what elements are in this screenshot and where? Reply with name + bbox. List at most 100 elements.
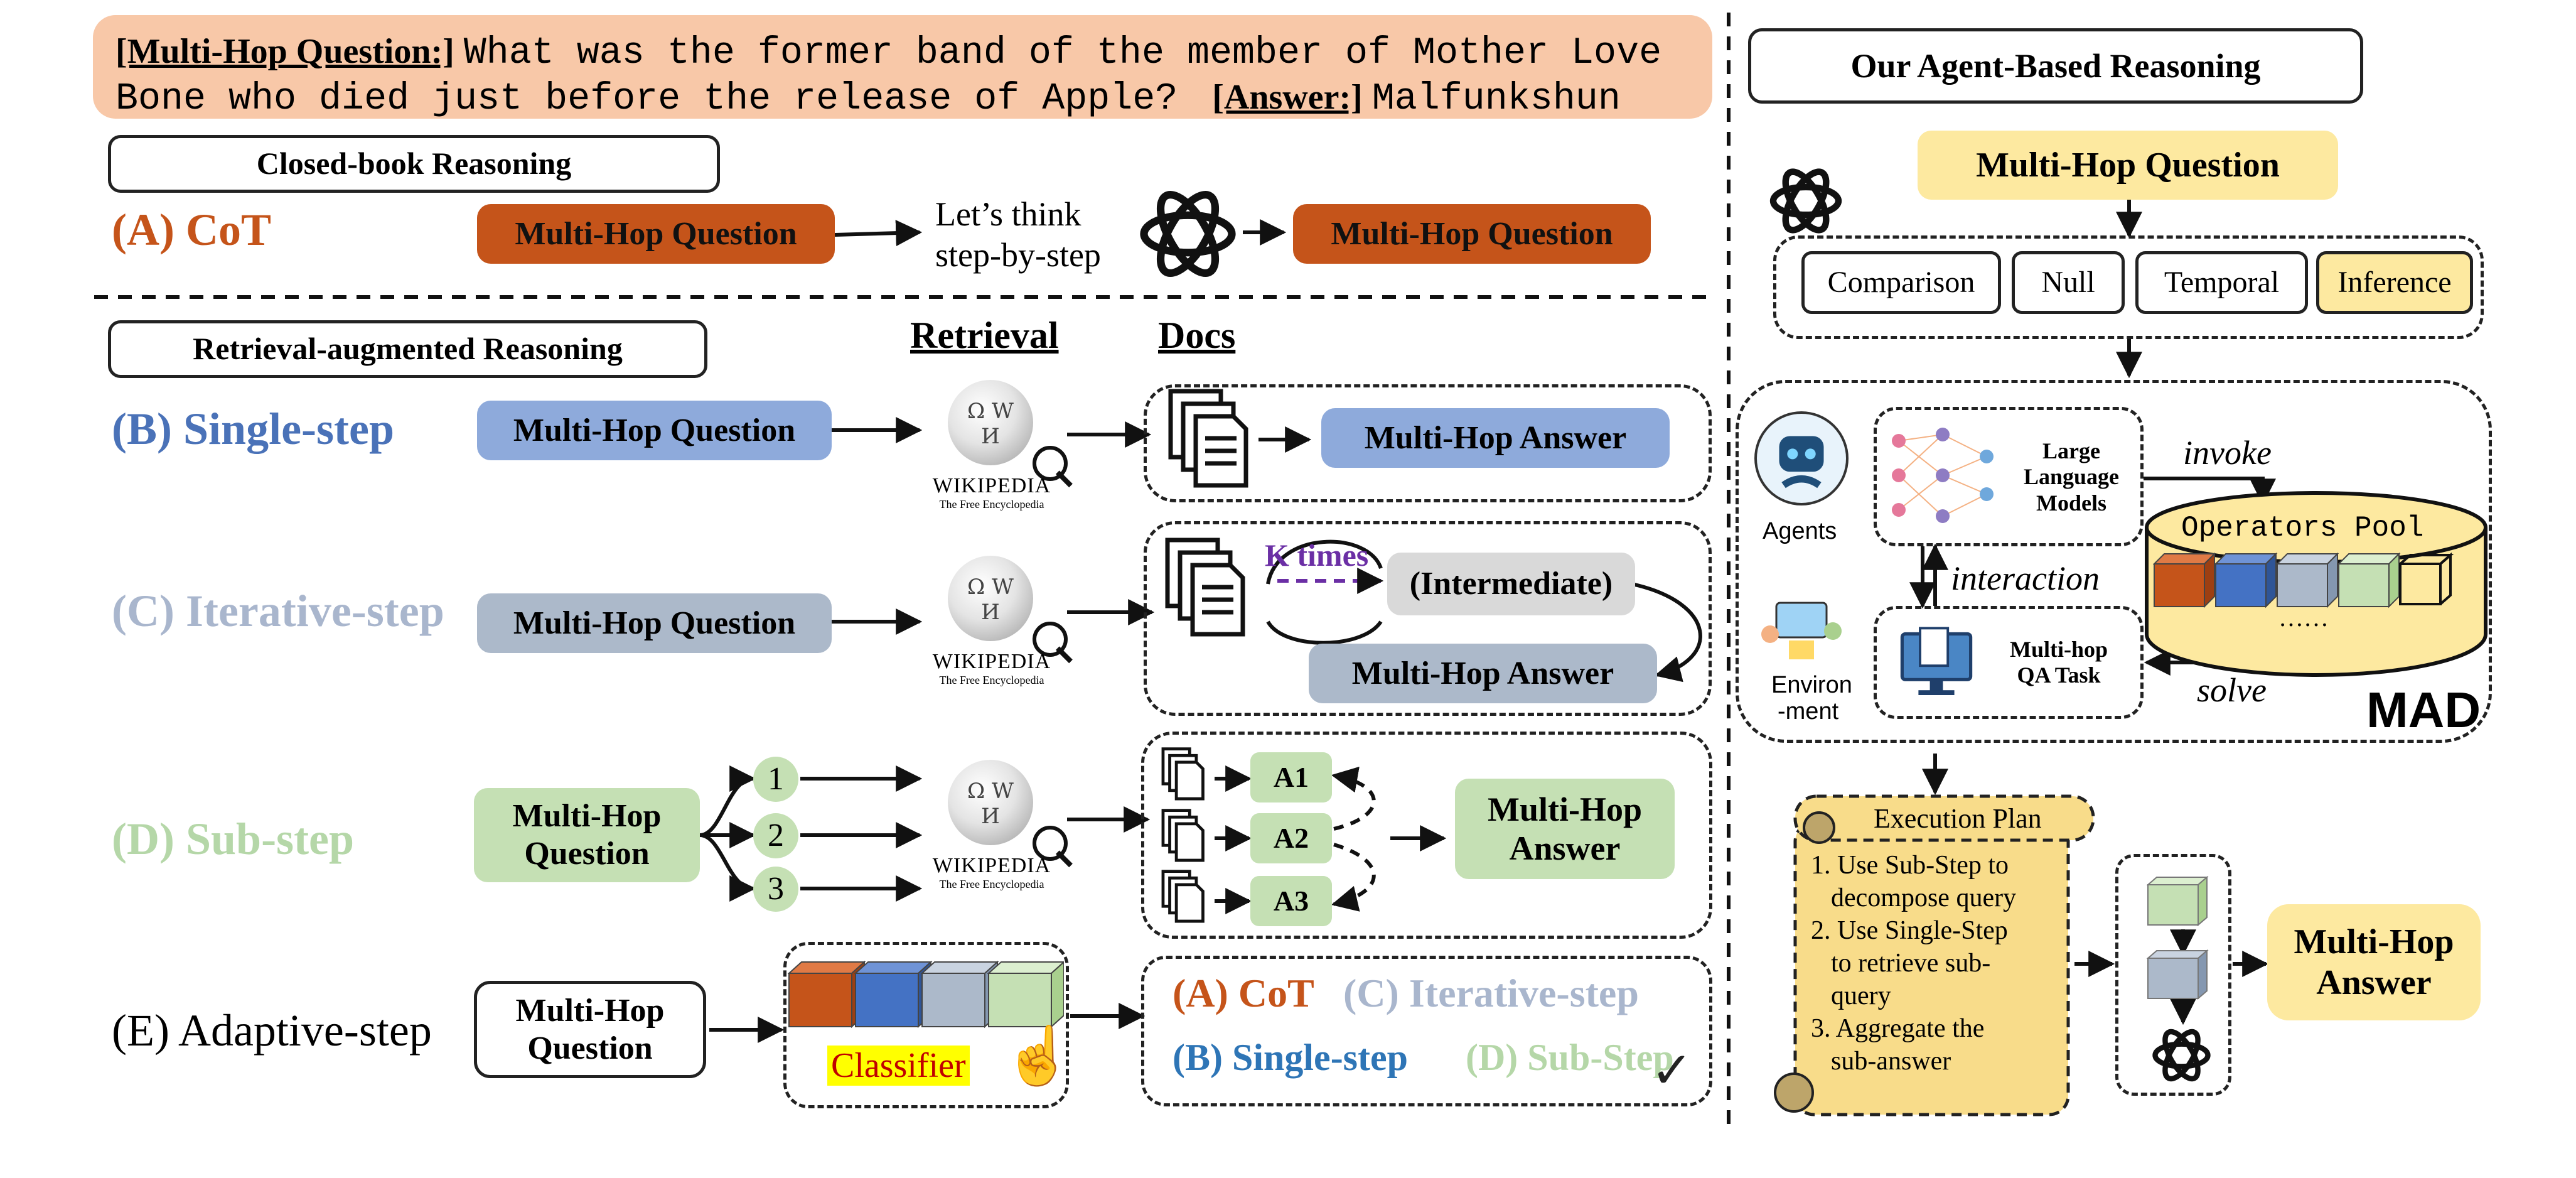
single-question-box: Multi-Hop Question [477, 401, 832, 460]
plan-line: 1. Use Sub-Step to [1811, 851, 2009, 880]
execution-plan-scroll [1774, 794, 2095, 1116]
openai-logo-icon [1133, 179, 1243, 289]
agent-robot-icon [1754, 411, 1849, 505]
plan-line: to retrieve sub- [1831, 949, 1991, 978]
single-docs-panel [1144, 384, 1712, 502]
environment-label-2: -ment [1778, 698, 1839, 725]
wikipedia-name: WIKIPEDIA [932, 650, 1051, 673]
plan-line: 3. Aggregate the [1811, 1014, 1985, 1043]
question-line-2: Bone who died just before the release of… [115, 75, 1621, 121]
adaptive-question-line-1: Multi-Hop [515, 992, 665, 1029]
agent-final-answer-box: Multi-Hop Answer [2267, 904, 2481, 1020]
task-label-1: Multi-hop [2009, 636, 2108, 662]
think-text-2: step-by-step [935, 236, 1101, 274]
iter-loop-top [1266, 539, 1383, 585]
task-label: Multi-hop QA Task [1987, 631, 2131, 694]
classifier-panel [783, 942, 1069, 1108]
environment-icon [1758, 597, 1845, 666]
sub-final-line-1: Multi-Hop [1487, 790, 1642, 828]
wikipedia-globe-icon [948, 380, 1033, 465]
docs-column-header: Docs [1158, 315, 1236, 356]
plan-line: 2. Use Single-Step [1811, 916, 2008, 945]
type-inference: Inference [2316, 251, 2473, 314]
llm-label-3: Models [2036, 490, 2106, 516]
question-tag: [Multi-Hop Question:] [115, 32, 454, 71]
llm-label-2: Language [2023, 464, 2120, 490]
wikipedia-subtitle: The Free Encyclopedia [939, 878, 1044, 890]
sub-answer-a1: A1 [1250, 752, 1332, 802]
wikipedia-subtitle: The Free Encyclopedia [939, 674, 1044, 686]
execution-plan-steps: 1. Use Sub-Step to decompose query 2. Us… [1811, 849, 2016, 1078]
single-step-label: (B) Single-step [112, 404, 394, 454]
iter-loop-bottom [1266, 620, 1383, 645]
adaptive-step-label: (E) Adaptive-step [112, 1005, 432, 1056]
answer-text: Malfunkshun [1371, 78, 1621, 121]
sub-question-line-1: Multi-Hop [512, 798, 662, 835]
mad-panel [1736, 380, 2492, 743]
question-line-1: [Multi-Hop Question:] What was the forme… [115, 29, 1661, 75]
wikipedia-name: WIKIPEDIA [932, 854, 1051, 877]
choice-cot: (A) CoT [1173, 971, 1314, 1015]
question-type-panel [1773, 235, 2484, 339]
sub-branch-3 [699, 833, 756, 902]
think-text-1: Let’s think [935, 195, 1081, 233]
intermediate-box: (Intermediate) [1387, 553, 1635, 615]
interaction-label: interaction [1951, 559, 2100, 597]
cot-label: (A) CoT [112, 205, 271, 255]
pool-ellipsis: …… [2278, 603, 2329, 632]
wikipedia-globe-icon [948, 760, 1033, 845]
final-answer-line-1: Multi-Hop [2294, 922, 2454, 962]
sub-final-answer-box: Multi-Hop Answer [1455, 779, 1675, 879]
sub-answer-a2: A2 [1250, 813, 1332, 863]
single-answer-box: Multi-Hop Answer [1321, 408, 1670, 468]
sub-step-3-circle: 3 [753, 867, 798, 912]
choice-iterative: (C) Iterative-step [1343, 971, 1639, 1015]
cot-arrow-1 [834, 220, 923, 247]
execution-panel [2115, 854, 2231, 1096]
solve-label: solve [2197, 671, 2267, 709]
plan-line: query [1831, 981, 1891, 1010]
execution-plan-title: Execution Plan [1874, 803, 2042, 834]
closed-book-header: Closed-book Reasoning [108, 135, 720, 193]
retrieval-column-header: Retrieval [910, 315, 1059, 356]
environment-label-1: Environ [1771, 672, 1852, 698]
sub-step-2-circle: 2 [753, 813, 798, 858]
mad-label: MAD [2366, 682, 2481, 738]
wikipedia-name: WIKIPEDIA [932, 474, 1051, 497]
sub-docs-panel [1141, 732, 1712, 939]
type-temporal: Temporal [2135, 251, 2308, 314]
magnifier-icon [1033, 826, 1068, 861]
sub-a2-a1-arrow [1331, 766, 1376, 831]
question-text-1: What was the former band of the member o… [463, 32, 1662, 75]
wikipedia-subtitle: The Free Encyclopedia [939, 498, 1044, 511]
agents-label: Agents [1763, 518, 1837, 544]
type-comparison: Comparison [1801, 251, 2001, 314]
iterative-question-box: Multi-Hop Question [477, 593, 832, 653]
llm-box [1874, 407, 2144, 546]
sub-step-label: (D) Sub-step [112, 814, 355, 864]
sub-question-box: Multi-Hop Question [474, 788, 700, 882]
iterative-docs-panel [1144, 521, 1712, 716]
computer-task-icon [1896, 622, 1977, 703]
cot-question-box: Multi-Hop Question [477, 204, 835, 264]
iterative-answer-box: Multi-Hop Answer [1309, 644, 1657, 703]
sub-final-line-2: Answer [1509, 829, 1621, 867]
llm-label: Large Language Models [2005, 433, 2137, 521]
plan-line: sub-answer [1831, 1047, 1951, 1076]
adaptive-choices-panel [1141, 956, 1712, 1106]
task-label-2: QA Task [2017, 662, 2101, 688]
k-times-label: K times [1265, 538, 1369, 573]
plan-line: decompose query [1831, 884, 2017, 912]
adaptive-question-box: Multi-Hop Question [474, 981, 706, 1078]
type-null: Null [2012, 251, 2125, 314]
llm-label-1: Large [2042, 438, 2100, 463]
task-box [1874, 606, 2144, 719]
agent-header: Our Agent-Based Reasoning [1748, 28, 2363, 104]
answer-tag: [Answer:] [1212, 78, 1363, 117]
operators-pool-label: Operators Pool [2181, 512, 2424, 544]
wikipedia-globe-icon [948, 556, 1033, 641]
